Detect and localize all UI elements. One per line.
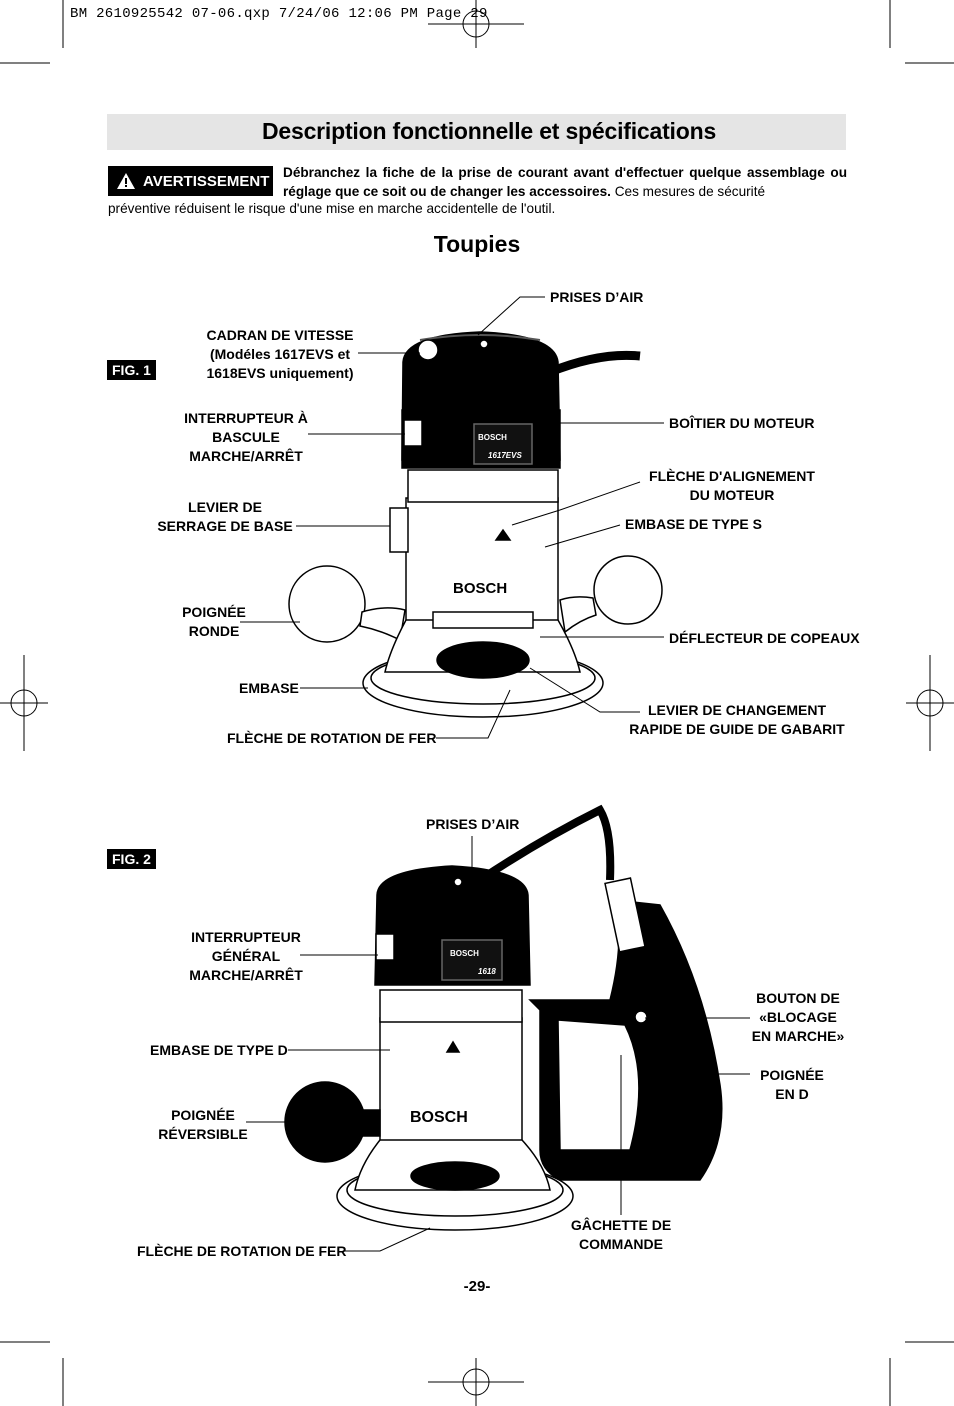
fig1-levier-chg-line2: RAPIDE DE GUIDE DE GABARIT bbox=[629, 721, 845, 737]
fig1-interrupteur-line1: INTERRUPTEUR À bbox=[184, 410, 308, 426]
fig1-label-deflecteur: DÉFLECTEUR DE COPEAUX bbox=[669, 630, 860, 646]
section-subtitle: Toupies bbox=[433, 231, 521, 257]
fig2-poignee-d-line2: EN D bbox=[775, 1086, 809, 1102]
warning-badge-label: AVERTISSEMENT bbox=[143, 172, 270, 190]
fig2-brand: BOSCH bbox=[410, 1109, 468, 1126]
fig2-label-poignee-d: POIGNÉE EN D bbox=[752, 1066, 832, 1104]
fig2-interrupteur-line2: GÉNÉRAL bbox=[211, 948, 281, 964]
page-number: -29- bbox=[463, 1278, 491, 1295]
fig2-bouton-line1: BOUTON DE bbox=[756, 990, 840, 1006]
fig2-leaders bbox=[246, 836, 750, 1252]
warning-bold: Débranchez la fiche de la prise de coura… bbox=[283, 165, 847, 199]
fig2-housing-brand: BOSCH bbox=[450, 949, 479, 958]
fig1-housing-brand: BOSCH bbox=[478, 433, 507, 442]
fig2-tag: FIG. 2 bbox=[107, 849, 156, 869]
fig1-cadran-line3: 1618EVS uniquement) bbox=[206, 365, 354, 381]
fig2-gachette-line2: COMMANDE bbox=[579, 1236, 663, 1252]
fig1-label-poignee-ronde: POIGNÉE RONDE bbox=[172, 603, 256, 641]
warning-triangle-icon bbox=[117, 173, 135, 189]
warning-rest-a: Ces mesures de sécurité bbox=[614, 184, 766, 199]
fig1-tag: FIG. 1 bbox=[107, 360, 156, 380]
fig1-label-embase: EMBASE bbox=[239, 680, 299, 696]
fig2-bouton-line2: «BLOCAGE bbox=[759, 1009, 837, 1025]
fig1-levier-line1: LEVIER DE bbox=[188, 499, 262, 515]
title-banner: Description fonctionnelle et spécificati… bbox=[107, 114, 846, 150]
fig2-poignee-rev-line1: POIGNÉE bbox=[171, 1107, 235, 1123]
fig1-label-levier-changement: LEVIER DE CHANGEMENT RAPIDE DE GUIDE DE … bbox=[626, 701, 848, 739]
fig1-interrupteur-line2: BASCULE bbox=[212, 429, 280, 445]
fig2-label-bouton-blocage: BOUTON DE «BLOCAGE EN MARCHE» bbox=[748, 989, 848, 1046]
warning-badge: AVERTISSEMENT bbox=[108, 166, 273, 196]
fig1-fleche-align-line2: DU MOTEUR bbox=[689, 487, 775, 503]
fig1-poignee-line2: RONDE bbox=[188, 623, 240, 639]
fig1-label-boitier: BOÎTIER DU MOTEUR bbox=[669, 415, 815, 431]
fig1-cadran-line1: CADRAN DE VITESSE bbox=[206, 327, 354, 343]
router-fig1-drawing bbox=[288, 331, 663, 718]
page-title: Description fonctionnelle et spécificati… bbox=[262, 118, 717, 144]
fig1-label-levier-serrage: LEVIER DE SERRAGE DE BASE bbox=[155, 498, 295, 536]
fig1-leaders bbox=[240, 296, 664, 739]
fig2-label-embase-d: EMBASE DE TYPE D bbox=[150, 1042, 288, 1058]
fig1-interrupteur-line3: MARCHE/ARRÊT bbox=[189, 448, 303, 464]
fig1-levier-line2: SERRAGE DE BASE bbox=[157, 518, 293, 534]
fig1-label-prises-air: PRISES D’AIR bbox=[550, 289, 644, 305]
fig2-interrupteur-line3: MARCHE/ARRÊT bbox=[189, 967, 303, 983]
warning-continuation: préventive réduisent le risque d'une mis… bbox=[108, 201, 556, 216]
fig1-cadran-line2: (Modéles 1617EVS et bbox=[209, 346, 351, 362]
fig2-poignee-rev-line2: RÉVERSIBLE bbox=[158, 1126, 248, 1142]
fig2-label-fleche-rotation: FLÈCHE DE ROTATION DE FER bbox=[137, 1243, 347, 1259]
fig1-model: 1617EVS bbox=[488, 451, 522, 460]
fig1-poignee-line1: POIGNÉE bbox=[182, 604, 246, 620]
fig2-label-gachette: GÂCHETTE DE COMMANDE bbox=[566, 1216, 676, 1254]
fig1-label-embase-s: EMBASE DE TYPE S bbox=[625, 516, 762, 532]
fig2-interrupteur-line1: INTERRUPTEUR bbox=[191, 929, 301, 945]
fig1-label-fleche-alignement: FLÈCHE D'ALIGNEMENT DU MOTEUR bbox=[640, 467, 824, 505]
warning-text: Débranchez la fiche de la prise de coura… bbox=[283, 163, 847, 201]
fig1-label-fleche-rotation: FLÈCHE DE ROTATION DE FER bbox=[227, 730, 437, 746]
fig2-gachette-line1: GÂCHETTE DE bbox=[570, 1217, 672, 1233]
fig1-brand: BOSCH bbox=[453, 580, 507, 597]
fig2-label-poignee-reversible: POIGNÉE RÉVERSIBLE bbox=[156, 1106, 250, 1144]
fig1-levier-chg-line1: LEVIER DE CHANGEMENT bbox=[647, 702, 827, 718]
fig2-label-interrupteur: INTERRUPTEUR GÉNÉRAL MARCHE/ARRÊT bbox=[184, 928, 308, 985]
fig2-label-prises-air: PRISES D’AIR bbox=[426, 816, 520, 832]
fig1-label-interrupteur: INTERRUPTEUR À BASCULE MARCHE/ARRÊT bbox=[178, 409, 314, 466]
fig2-bouton-line3: EN MARCHE» bbox=[751, 1028, 845, 1044]
router-fig2-drawing bbox=[284, 804, 723, 1231]
fig2-poignee-d-line1: POIGNÉE bbox=[760, 1067, 824, 1083]
fig2-model: 1618 bbox=[478, 967, 496, 976]
file-slug: BM 2610925542 07-06.qxp 7/24/06 12:06 PM… bbox=[70, 6, 488, 22]
fig1-label-cadran: CADRAN DE VITESSE (Modéles 1617EVS et 16… bbox=[198, 326, 362, 383]
fig1-fleche-align-line1: FLÈCHE D'ALIGNEMENT bbox=[649, 468, 815, 484]
